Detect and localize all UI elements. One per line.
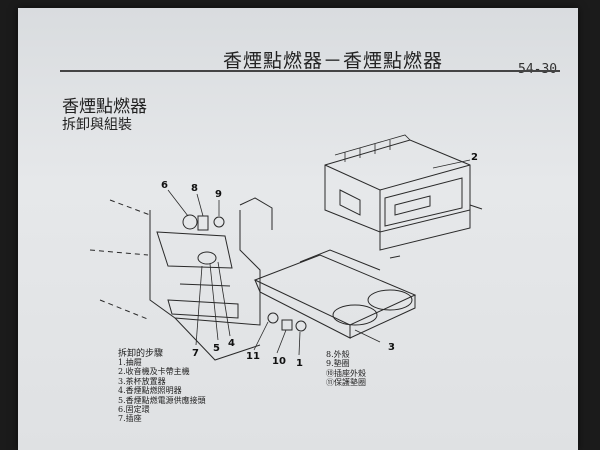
- section-title: 香煙點燃器: [62, 97, 147, 117]
- removal-steps-heading: 拆卸的步驟: [118, 349, 164, 359]
- list-item: 2.收音機及卡帶主機: [118, 367, 190, 377]
- list-item: 3.茶杯放置器: [118, 376, 166, 386]
- page-number: 54-30: [518, 62, 558, 77]
- callout-1: 1: [296, 358, 303, 369]
- list-item: 8.外殼: [326, 350, 350, 359]
- callout-8: 8: [191, 183, 198, 194]
- list-item: ⑩插座外殼: [326, 368, 366, 378]
- list-item: 5.香煙點燃電源供應接頭: [118, 395, 206, 405]
- removal-steps-list: 1.抽屜 2.收音機及卡帶主機 3.茶杯放置器 4.香煙點燃照明器 5.香煙點燃…: [118, 358, 206, 424]
- list-item: 7.插座: [118, 414, 142, 424]
- header-rule: [60, 70, 560, 72]
- header-title: 香煙點燃器－香煙點燃器: [223, 50, 444, 72]
- callout-6: 6: [161, 180, 168, 191]
- callout-2: 2: [471, 152, 478, 163]
- section-subtitle: 拆卸與組裝: [62, 117, 132, 133]
- radio-unit: [324, 134, 471, 251]
- callout-5: 5: [213, 343, 220, 354]
- callout-10: 10: [272, 356, 286, 367]
- leader-lines: [167, 159, 471, 356]
- callout-9: 9: [215, 189, 222, 200]
- callout-3: 3: [388, 342, 395, 353]
- callout-7: 7: [192, 348, 199, 359]
- removal-steps-list-continued: 8.外殼 9.墊圈 ⑩插座外殼 ⑪保護墊圈: [326, 350, 366, 388]
- callout-11: 11: [246, 351, 260, 362]
- list-item: 4.香煙點燃照明器: [118, 386, 182, 396]
- cigarette-lighter-parts: [182, 204, 483, 332]
- list-item: 1.抽屜: [118, 358, 142, 367]
- list-item: 6.固定環: [118, 405, 150, 415]
- manual-page: 香煙點燃器－香煙點燃器 54-30: [18, 8, 578, 450]
- list-item: 9.墊圈: [326, 359, 350, 369]
- console-frame: [89, 197, 273, 361]
- callout-4: 4: [228, 338, 235, 349]
- cup-holder-tray: [253, 249, 417, 339]
- list-item: ⑪保護墊圈: [326, 378, 366, 388]
